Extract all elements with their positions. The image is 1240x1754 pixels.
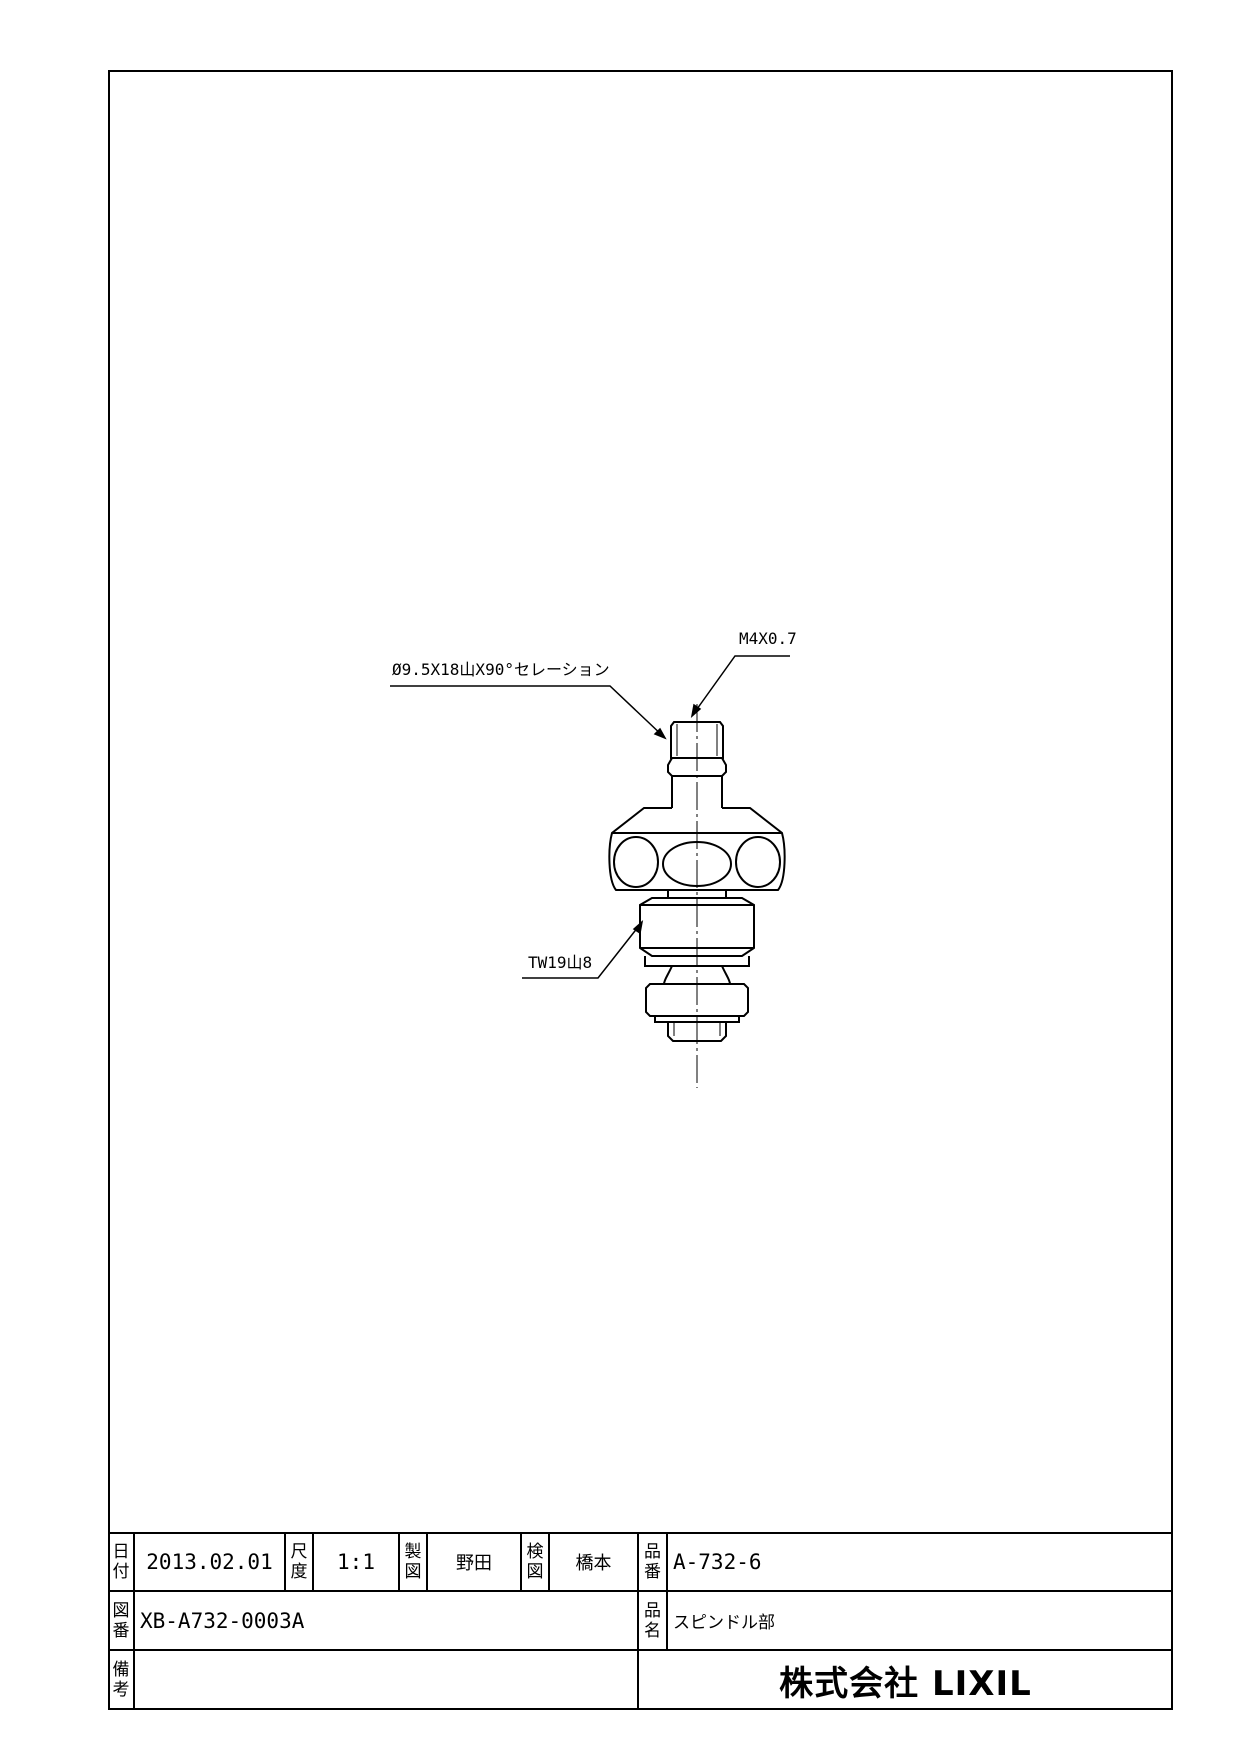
part-name-value: スピンドル部 xyxy=(673,1613,775,1633)
drawing-no-label: 図番 xyxy=(112,1600,130,1641)
part-no-value: A-732-6 xyxy=(673,1549,762,1574)
neck xyxy=(667,757,727,777)
date-value: 2013.02.01 xyxy=(146,1549,273,1574)
part-no-label: 品番 xyxy=(644,1541,661,1582)
tip xyxy=(667,1022,727,1042)
remarks-label: 備考 xyxy=(112,1660,130,1700)
title-block: 日付 2013.02.01 尺度 1:1 製図 野田 検図 橋本 品番 A-73… xyxy=(108,1532,1173,1710)
flange xyxy=(645,983,749,1017)
hex-nut xyxy=(639,897,755,957)
drafter-value: 野田 xyxy=(456,1552,492,1574)
handle-body xyxy=(608,807,786,891)
remarks-value xyxy=(134,1650,638,1710)
leader-tw xyxy=(522,921,643,979)
part-name-label: 品名 xyxy=(644,1600,661,1641)
tw-thread-callout: TW19山8 xyxy=(528,953,593,972)
checker-value: 橋本 xyxy=(575,1552,612,1574)
drafter-label: 製図 xyxy=(404,1541,422,1582)
drawing-no-value: XB-A732-0003A xyxy=(140,1608,305,1633)
handle-hole-center xyxy=(662,841,732,887)
title-block-grid xyxy=(108,1532,1173,1710)
company-logo: 株式会社 LIXIL xyxy=(779,1663,1032,1704)
checker-label: 検図 xyxy=(526,1541,544,1582)
thread-callout: M4X0.7 xyxy=(739,629,797,648)
leader-serration xyxy=(390,685,666,739)
leader-thread xyxy=(691,655,790,717)
date-label: 日付 xyxy=(112,1541,130,1582)
scale-label: 尺度 xyxy=(290,1541,308,1582)
drawing-frame xyxy=(108,70,1173,1710)
serration-callout: Ø9.5X18山X90°セレーション xyxy=(392,660,610,679)
handle-hole-right xyxy=(735,836,781,888)
handle-hole-left xyxy=(613,836,659,888)
scale-value: 1:1 xyxy=(337,1549,375,1574)
